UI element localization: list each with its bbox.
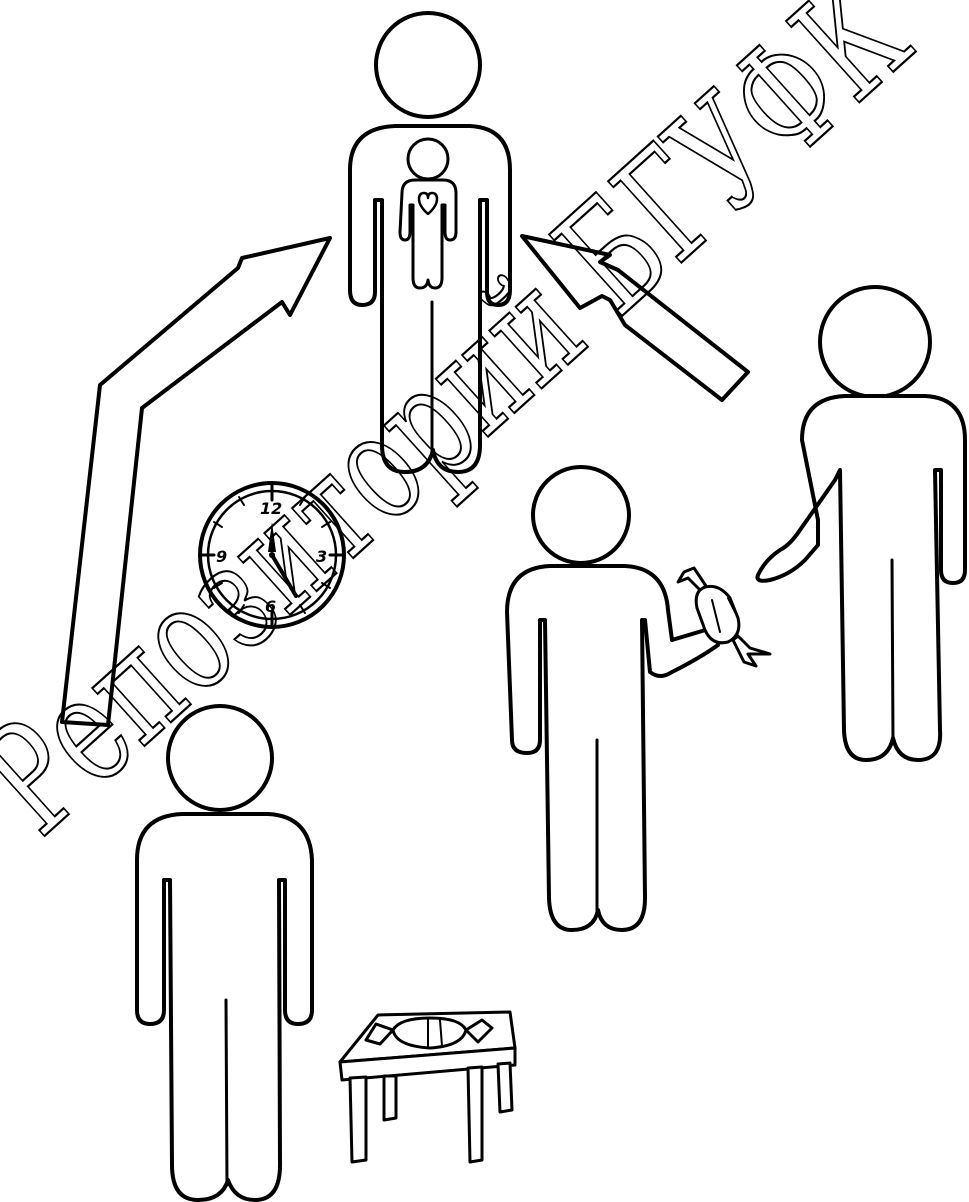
arrow-right-up <box>522 236 748 400</box>
person-receiving-right <box>758 287 966 760</box>
arrow-left-up <box>62 238 330 725</box>
person-holding-candy <box>507 467 770 930</box>
central-person <box>350 13 510 472</box>
clock-numeral-3: 3 <box>316 547 327 566</box>
clock-numeral-12: 12 <box>260 499 282 518</box>
person-bottom-left <box>137 706 312 1200</box>
table-with-candy <box>340 1012 515 1162</box>
clock-numeral-9: 9 <box>216 547 227 566</box>
clock: 12 3 6 9 <box>200 483 344 627</box>
clock-numeral-6: 6 <box>265 597 276 616</box>
